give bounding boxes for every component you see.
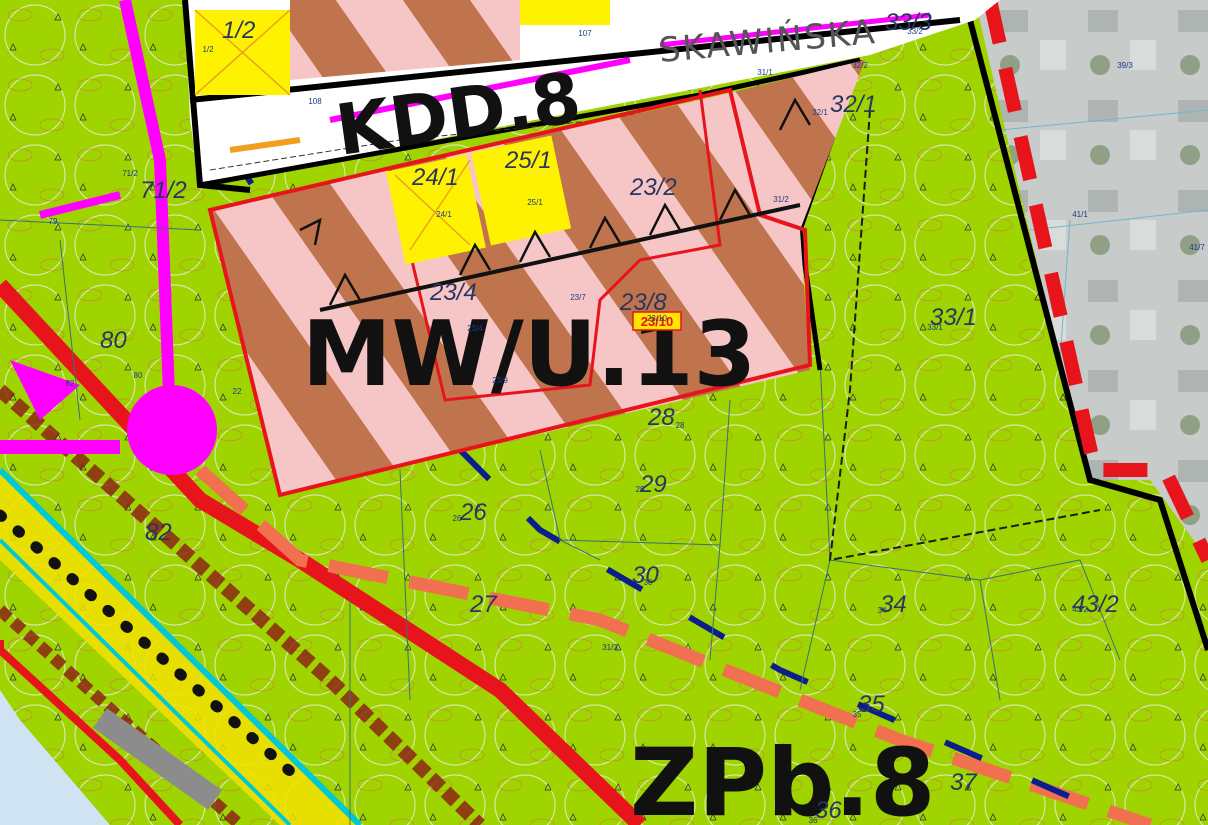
building-line-triangles [299,97,812,306]
parcel-number-small: 31/1 [757,68,773,77]
parcel-number-large: 34 [880,591,907,618]
yellow-cross [409,159,471,251]
top-residential-strip [290,0,520,80]
aerial-parcel-line [1059,219,1071,361]
parcel-number-large: 23/4 [429,279,477,306]
parcel-number-small: 36 [809,816,818,825]
parcel-number-small: 71/2 [122,169,138,178]
parcel-number-large: 37 [950,769,978,796]
grey-bar [93,708,222,810]
parcel-number-small: 31/3 [602,643,618,652]
parcel-number-small: 30 [644,578,653,587]
zone-boundary-black [967,19,1208,651]
parcel-number-large: 32/1 [830,91,877,118]
yellow-cross [194,9,291,96]
parcel-number-large: 80 [100,327,127,354]
parcel-number-large: 23/2 [629,174,677,201]
magenta-road-line [329,57,631,123]
parcel-number-small: 32/2 [852,61,868,70]
magenta-node [127,385,217,475]
plan-border-dashed [983,0,1208,564]
parcel-lines [0,219,1121,825]
parcel-number-large: 30 [632,562,659,589]
parcel-number-large: 1/2 [222,17,255,44]
residential-zone-border [207,87,813,498]
parcel-number-large: 25/1 [504,147,552,174]
magenta-utility-line [119,0,176,421]
parcel-number-small: 41/7 [1189,243,1205,252]
parcel-number-small: 23/10 [647,314,668,323]
parcel-number-small: 23/4 [467,324,483,333]
parcel-number-small: 39/3 [1117,61,1133,70]
cyan-line [0,467,363,825]
parcel-number-small: 29 [636,485,645,494]
parcel-number-small: 23/7 [570,293,586,302]
parcel-number-large: 82 [145,519,172,546]
parcel-number-small: 24/1 [436,210,452,219]
parcel-number-large: 28 [647,404,675,431]
zone-label-mwu: MW/U.13 [302,302,756,407]
parcel-number-small: 35 [853,710,862,719]
parcel-number-small: 1/2 [202,45,214,54]
parcel-number-large: 36 [815,797,842,824]
parcel-number-large: 43/2 [1072,591,1119,618]
building-line [319,203,801,312]
parcel-large-labels: 1/2 71/2 80 82 23/2 24/1 25/1 23/4 23/8 28 29 26 30 2… [100,9,1119,824]
parcel-number-small: 33/1 [927,323,943,332]
highlight-parcel-label: 23/10 [641,314,674,329]
parcel-small-labels: 1/2 107 108 71/2 79 24/1 25/1 23/7 23/4 23/9 23/10… [49,27,1206,825]
cyan-line [0,538,292,825]
red-boundary-line [0,640,183,825]
road-edge [189,17,961,103]
magenta-triangle [10,360,80,420]
parcel-number-large: 27 [469,591,498,618]
yellow-parcel-25-1 [471,135,572,246]
parcel-number-large: 29 [639,471,667,498]
parcel-number-small: 28 [676,421,685,430]
highlight-parcel-box [632,311,682,331]
parcel-number-small: 41/1 [1072,210,1088,219]
yellow-cross [394,174,471,246]
parcel-number-small: 34 [878,606,887,615]
parcel-number-small: 31/2 [773,195,789,204]
zone-label-zpb: ZPb.8 [630,729,935,825]
parcel-number-large: 24/1 [411,164,459,191]
orange-road-line [229,137,301,153]
dashed-boundary [828,109,1101,562]
magenta-dash [39,191,121,219]
circle-row [0,509,306,786]
parcel-number-large: 33/1 [930,304,977,331]
parcel-number-small: 33/2 [907,27,923,36]
magenta-road-line [659,12,931,48]
brown-parking-row [0,384,485,825]
parcel-number-large: 71/2 [140,177,187,204]
parcel-23-10-outline [388,89,722,402]
salmon-route [195,465,1153,825]
parcel-number-small: 107 [578,29,592,38]
parcel-number-small: 32/1 [812,108,828,117]
road-sketch [209,79,851,171]
magenta-bar [0,440,120,454]
yellow-parcel-top [520,0,610,25]
parcel-number-small: 80 [134,371,143,380]
parcel-number-small: 108 [308,97,322,106]
aerial-parcel-line [999,109,1208,131]
parcel-number-small: 25/1 [527,198,543,207]
parcel-number-large: 26 [459,499,487,526]
parcel-number-large: 23/8 [619,289,667,316]
parcel-number-small: 43/2 [1072,605,1088,614]
parcel-number-large: 35 [858,691,885,718]
parcel-number-large: 33/3 [885,9,932,36]
aerial-photo-area [975,0,1208,560]
water-area [0,690,110,825]
aerial-parcel-line [1029,209,1208,231]
parcel-number-small: 26 [453,514,462,523]
parcel-number-small: 22 [233,387,242,396]
parcel-number-small: 82 [66,379,75,388]
residential-zone-mwu [210,60,865,495]
parcel-number-small: 23/9 [492,376,508,385]
parcel-number-small: 79 [49,217,58,226]
